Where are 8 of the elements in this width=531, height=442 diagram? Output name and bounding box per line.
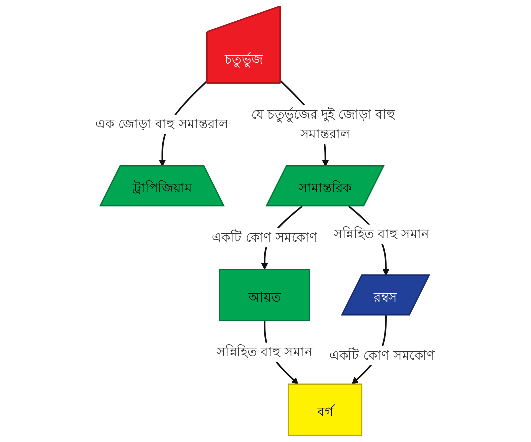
- edge-label: যে চতুর্ভুজের দুই জোড়া বাহু সমান্তরাল: [252, 106, 396, 142]
- edge-label: একটি কোণ সমকোণ: [212, 230, 318, 246]
- node-box: আয়ত: [219, 269, 311, 322]
- edge-label: এক জোড়া বাহু সমান্তরাল: [96, 116, 229, 132]
- edge-label: একটি কোণ সমকোণ: [330, 348, 436, 363]
- edge-label: সন্নিহিত বাহু সমান: [334, 226, 430, 242]
- edge-label: সন্নিহিত বাহু সমান: [216, 344, 313, 360]
- node-box: বর্গ: [288, 384, 363, 436]
